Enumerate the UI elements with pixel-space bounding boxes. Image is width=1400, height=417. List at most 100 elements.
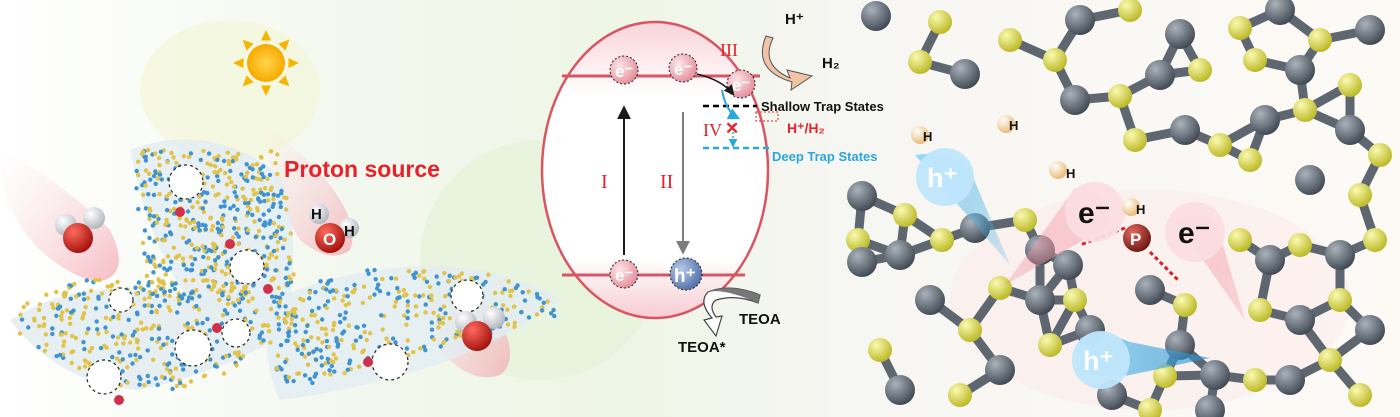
sheet-atom [142, 296, 147, 302]
sheet-atom [141, 192, 146, 197]
sheet-atom [64, 308, 70, 313]
sheet-atom [43, 332, 49, 337]
sheet-atom [250, 167, 255, 172]
sheet-atom [146, 283, 151, 288]
sheet-atom [246, 200, 251, 206]
sheet-atom [192, 225, 198, 230]
sheet-atom [526, 315, 532, 320]
sheet-atom [135, 312, 140, 317]
sheet-atom [154, 308, 159, 314]
sheet-atom [171, 206, 177, 212]
sheet-atom [540, 305, 545, 310]
sheet-atom [215, 157, 220, 162]
sheet-atom [286, 329, 292, 334]
sheet-atom [147, 295, 152, 300]
sheet-atom [436, 325, 441, 330]
sheet-atom [344, 287, 349, 292]
sheet-atom [165, 335, 170, 341]
sheet-atom [125, 380, 130, 385]
sheet-atom [216, 154, 221, 159]
sheet-atom [158, 345, 164, 351]
svg-text:e⁻: e⁻ [615, 266, 633, 285]
sheet-atom [284, 266, 289, 271]
sheet-atom [170, 338, 175, 344]
sheet-atom [352, 282, 357, 288]
sheet-atom [137, 382, 142, 387]
sheet-atom [209, 287, 214, 292]
sheet-atom [360, 300, 365, 306]
sheet-atom [305, 338, 310, 344]
sheet-atom [104, 304, 109, 309]
sheet-atom [221, 283, 226, 289]
sheet-atom [275, 152, 280, 157]
sheet-atom [218, 204, 223, 209]
sheet-atom [327, 368, 332, 373]
sheet-atom [324, 332, 329, 337]
sheet-atom [155, 382, 160, 388]
sheet-atom [271, 201, 276, 207]
sheet-atom [274, 366, 280, 371]
sheet-atom [222, 308, 228, 313]
sheet-atom [148, 177, 153, 182]
sheet-atom [226, 294, 231, 300]
sheet-atom [365, 268, 370, 273]
h2-evolution-arrow [761, 35, 814, 92]
sheet-atom [551, 307, 556, 313]
dopant [225, 239, 235, 249]
carbon-atom [1065, 5, 1095, 35]
sheet-atom [214, 339, 220, 344]
sheet-atom [195, 200, 200, 205]
sheet-atom [170, 375, 175, 380]
sheet-atom [273, 294, 279, 300]
sheet-atom [36, 307, 42, 313]
sheet-atom [184, 267, 189, 272]
water-molecule-labeled: H O H [309, 204, 359, 253]
sheet-atom [236, 234, 241, 239]
sheet-atom [88, 288, 94, 294]
sheet-atom [376, 282, 381, 287]
sheet-atom [251, 192, 257, 197]
sheet-atom [63, 290, 68, 295]
sheet-atom [276, 285, 281, 291]
sheet-atom [267, 172, 273, 178]
sheet-atom [283, 374, 288, 379]
water-h2-label: H [344, 223, 355, 240]
sheet-atom [157, 192, 162, 197]
sheet-atom [200, 320, 205, 326]
sheet-atom [397, 295, 402, 300]
sheet-atom [316, 336, 321, 341]
sheet-atom [406, 269, 412, 274]
sheet-atom [164, 217, 169, 222]
sheet-atom [323, 361, 328, 366]
sheet-atom [221, 371, 227, 376]
sheet-atom [122, 336, 127, 341]
sheet-atom [190, 262, 195, 267]
sheet-atom [276, 315, 281, 320]
sheet-atom [245, 178, 250, 183]
hydrogen-atom-3: H [1049, 161, 1075, 181]
sheet-atom [282, 195, 287, 200]
sheet-atom [319, 355, 324, 360]
sheet-atom [159, 374, 165, 379]
sheet-atom [134, 168, 139, 174]
sheet-atom [306, 351, 312, 356]
sheet-atom [271, 196, 276, 202]
sheet-atom [513, 285, 519, 291]
sheet-atom [144, 326, 149, 331]
sheet-atom [501, 303, 506, 308]
sheet-atom [185, 326, 191, 331]
teoa-label: TEOA [739, 311, 781, 328]
sheet-atom [146, 192, 151, 197]
sheet-atom [197, 194, 202, 199]
sheet-atom [163, 272, 168, 277]
sheet-atom [172, 286, 178, 292]
sheet-atom [332, 296, 337, 301]
sheet-atom [216, 178, 221, 184]
sheet-atom [301, 338, 306, 343]
sheet-atom [269, 278, 274, 283]
nitrogen-atom [1043, 48, 1067, 72]
sheet-atom [266, 208, 272, 213]
sheet-atom [159, 177, 164, 182]
nitrogen-atom [893, 203, 917, 227]
